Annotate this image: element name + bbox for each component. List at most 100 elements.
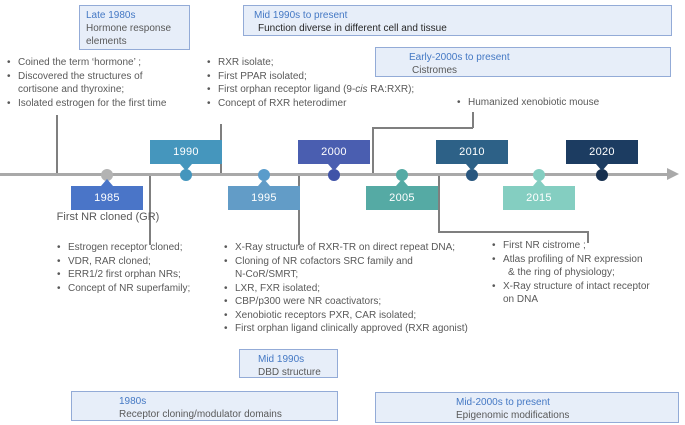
year-pointer-1990 — [180, 164, 192, 171]
timeline-dot-2015 — [533, 169, 545, 181]
list-item-text: LXR, FXR isolated; — [235, 282, 321, 294]
list-item-text: Coined the term ‘hormone’ ; — [18, 57, 142, 68]
list-item: Xenobiotic receptors PXR, CAR isolated; — [222, 309, 487, 323]
list-item: LXR, FXR isolated; — [222, 282, 487, 296]
year-pointer-2020 — [596, 164, 608, 171]
year-label: 2000 — [321, 146, 347, 158]
list-item-text: RXR isolate; — [218, 57, 274, 68]
timeline-year-box-1985: 1985 — [71, 186, 143, 210]
info-box-title: Mid-2000s to present — [456, 397, 550, 408]
list-item-text: CBP/p300 were NR coactivators; — [235, 296, 382, 307]
year-pointer-2010 — [466, 164, 478, 171]
timeline-dot-1990 — [180, 169, 192, 181]
info-box-late-1980s: Late 1980s Hormone response elements — [79, 5, 190, 50]
bullet-list-early-endocrine: Coined the term ‘hormone’ ; Discovered t… — [5, 56, 193, 110]
list-item-text: on DNA — [503, 294, 539, 305]
list-item-text: First NR cistrome ; — [503, 240, 586, 251]
list-item: X-Ray structure of RXR-TR on direct repe… — [222, 241, 487, 255]
list-item-text: Xenobiotic receptors PXR, CAR isolated; — [235, 309, 417, 321]
year-pointer-2000 — [328, 164, 340, 171]
list-item: First NR cistrome ; — [490, 239, 668, 253]
year-label: 1985 — [94, 192, 120, 204]
connector-line — [472, 112, 474, 128]
list-item-text: ERR1/2 first orphan NRs; — [68, 269, 181, 280]
timeline-year-box-2015: 2015 — [503, 186, 575, 210]
connector-line — [372, 127, 374, 173]
bullet-list-structure-era: X-Ray structure of RXR-TR on direct repe… — [222, 241, 487, 336]
info-box-body: Hormone response elements — [86, 23, 172, 47]
timeline-year-box-1990: 1990 — [150, 140, 222, 164]
year-label: 2020 — [589, 146, 615, 158]
list-item-text: cortisone and thyroxine; — [18, 84, 125, 95]
list-item-text: VDR, RAR cloned; — [68, 255, 151, 267]
bullet-list-cloning-era: Estrogen receptor cloned; VDR, RAR clone… — [55, 241, 233, 295]
timeline-year-box-2005: 2005 — [366, 186, 438, 210]
list-item: Coined the term ‘hormone’ ; — [5, 56, 193, 70]
list-item: VDR, RAR cloned; — [55, 255, 233, 269]
info-box-mid-2000s-present: Mid-2000s to present Epigenomic modifica… — [375, 392, 679, 423]
connector-line — [587, 231, 589, 243]
year-label: 1995 — [251, 192, 277, 204]
year-pointer-1995 — [258, 179, 270, 186]
timeline-year-box-2010: 2010 — [436, 140, 508, 164]
list-item-text: Cloning of NR cofactors SRC family and — [235, 255, 413, 267]
info-box-title: Late 1980s — [86, 10, 136, 21]
info-box-title: Mid 1990s to present — [254, 10, 348, 21]
list-item: First PPAR isolated; — [205, 70, 435, 84]
list-item-text: N-CoR/SMRT; — [235, 269, 299, 280]
list-item: Concept of NR superfamily; — [55, 282, 233, 296]
year-pointer-1985 — [101, 179, 113, 186]
list-item-text: RA:RXR); — [367, 84, 415, 95]
list-item: X-Ray structure of intact receptor on DNA — [490, 280, 668, 307]
connector-line — [149, 176, 151, 245]
list-item: ERR1/2 first orphan NRs; — [55, 268, 233, 282]
year-label: 2015 — [526, 192, 552, 204]
bullet-list-xenobiotic-mouse: Humanized xenobiotic mouse — [455, 96, 635, 110]
connector-line — [438, 231, 588, 233]
timeline-dot-2010 — [466, 169, 478, 181]
list-item-text: & the ring of physiology; — [508, 267, 615, 278]
list-item: Discovered the structures of cortisone an… — [5, 70, 193, 97]
list-item-text-italic: cis — [355, 84, 368, 95]
info-box-title: 1980s — [119, 396, 147, 407]
info-box-mid-1990s-dbd: Mid 1990s DBD structure — [239, 349, 338, 378]
info-box-body: Cistromes — [412, 65, 458, 76]
info-box-body: Function diverse in different cell and t… — [258, 23, 447, 34]
connector-line — [372, 127, 473, 129]
bullet-list-rxr-era: RXR isolate; First PPAR isolated; First … — [205, 56, 435, 110]
timeline-dot-2005 — [396, 169, 408, 181]
list-item: Atlas profiling of NR expression & the ri… — [490, 253, 668, 280]
list-item: Estrogen receptor cloned; — [55, 241, 233, 255]
list-item-text: X-Ray structure of RXR-TR on direct repe… — [235, 242, 456, 253]
timeline-dot-1995 — [258, 169, 270, 181]
list-item: Cloning of NR cofactors SRC family andN-… — [222, 255, 487, 282]
timeline-dot-2020 — [596, 169, 608, 181]
year-label: 2005 — [389, 192, 415, 204]
info-box-1980s: 1980s Receptor cloning/modulator domains — [71, 391, 338, 421]
list-item-text: First orphan receptor ligand (9- — [218, 84, 356, 95]
list-item: CBP/p300 were NR coactivators; — [222, 295, 487, 309]
connector-line — [56, 115, 58, 173]
info-box-body: Receptor cloning/modulator domains — [119, 409, 282, 420]
timeline-arrow-icon — [667, 167, 679, 180]
year-label: 2010 — [459, 146, 485, 158]
list-item-text: Concept of NR superfamily; — [68, 282, 191, 294]
list-item-text: Estrogen receptor cloned; — [68, 242, 183, 253]
list-item-text: First orphan ligand clinically approved … — [235, 323, 468, 334]
list-item-text: Isolated estrogen for the first time — [18, 97, 167, 109]
year-pointer-2005 — [396, 179, 408, 186]
timeline-note-first-nr-cloned: First NR cloned (GR) — [56, 211, 160, 223]
info-box-mid-1990s-present: Mid 1990s to present Function diverse in… — [243, 5, 672, 36]
timeline-year-box-1995: 1995 — [228, 186, 300, 210]
connector-line — [298, 176, 300, 245]
year-label: 1990 — [173, 146, 199, 158]
list-item: Humanized xenobiotic mouse — [455, 96, 635, 110]
connector-line — [438, 176, 440, 232]
list-item: First orphan ligand clinically approved … — [222, 322, 487, 336]
list-item-text: Atlas profiling of NR expression — [503, 253, 643, 265]
list-item-text: Discovered the structures of — [18, 70, 143, 82]
timeline-dot-2000 — [328, 169, 340, 181]
list-item-text: X-Ray structure of intact receptor — [503, 280, 650, 292]
year-pointer-2015 — [533, 179, 545, 186]
